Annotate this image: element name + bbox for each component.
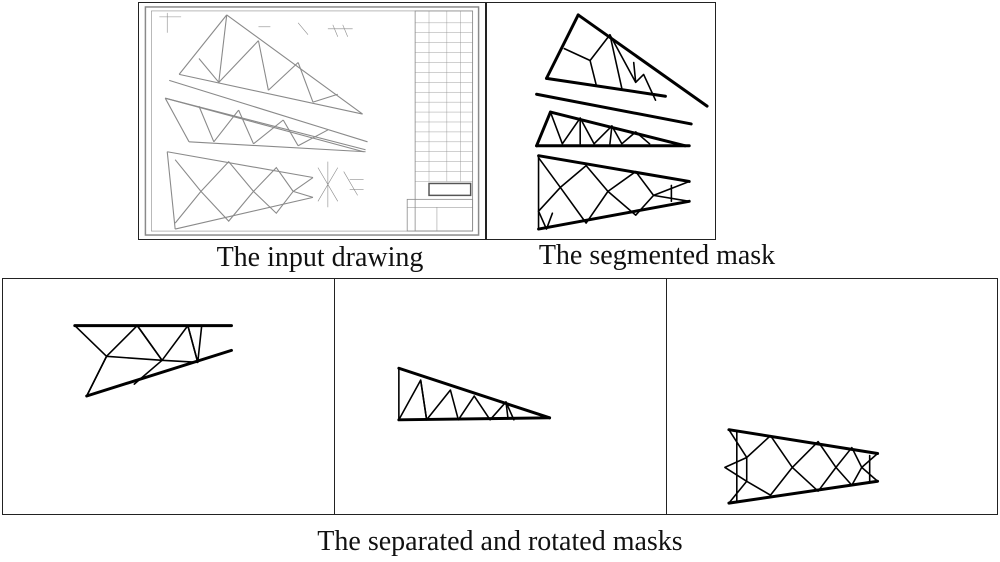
- caption-separated-masks: The separated and rotated masks: [317, 526, 683, 557]
- caption-segmented-mask: The segmented mask: [538, 240, 776, 271]
- separated-mask-2-image: [397, 366, 552, 422]
- separated-mask-panel-2: [334, 278, 667, 515]
- separated-mask-panel-3: [666, 278, 998, 515]
- separated-mask-panel-1: [2, 278, 335, 515]
- caption-input-drawing: The input drawing: [216, 242, 424, 273]
- segmented-mask-panel: [486, 2, 716, 240]
- segmented-mask-image: [535, 13, 709, 231]
- input-drawing-panel: [138, 2, 486, 240]
- engineering-drawing-image: [144, 6, 480, 236]
- separated-mask-1-image: [73, 324, 233, 398]
- separated-mask-3-image: [724, 428, 880, 505]
